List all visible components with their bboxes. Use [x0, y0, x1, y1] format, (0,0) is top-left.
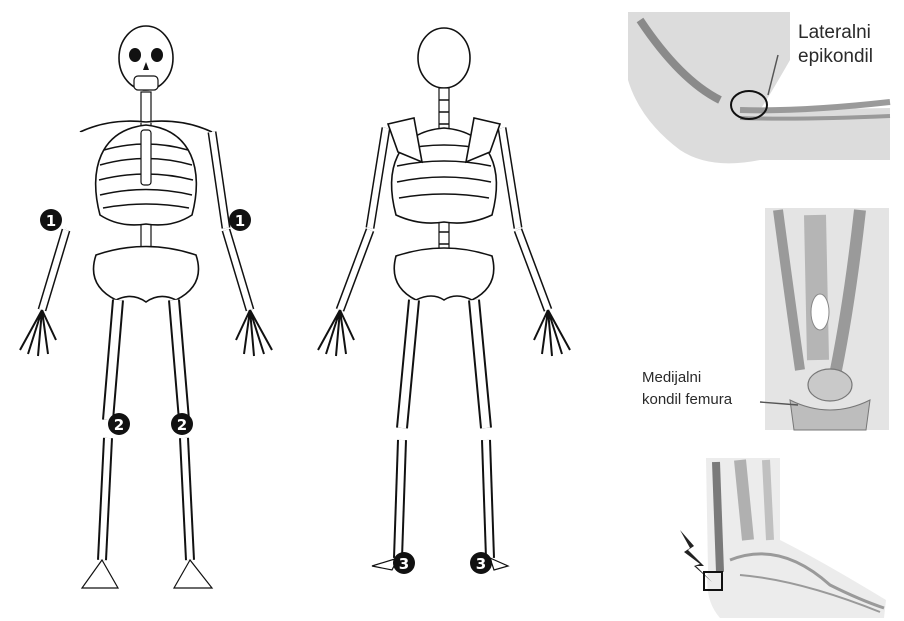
marker-knee-left: 2	[108, 413, 130, 435]
hand-back-left	[318, 310, 354, 356]
achilles-tendon	[716, 462, 720, 572]
marker-heel-left: 3	[393, 552, 415, 574]
skeleton-back: 3 3	[318, 28, 570, 574]
jaw	[134, 76, 158, 90]
tibia-foot-inset	[740, 460, 748, 540]
foot-right	[174, 560, 212, 588]
skull-back	[418, 28, 470, 88]
pelvis-back	[394, 248, 494, 300]
hand-back-right	[534, 310, 570, 356]
femur-inset	[815, 215, 818, 360]
hand-left	[20, 310, 56, 356]
skeleton-front: 1 1 2 2	[20, 26, 272, 588]
knee-label-line1: Medijalni	[642, 369, 701, 386]
marker-heel-right: 3	[470, 552, 492, 574]
elbow-label-line1: Lateralni	[798, 22, 871, 43]
elbow-label-line2: epikondil	[798, 46, 873, 67]
scapula-right	[466, 118, 500, 162]
sternum	[141, 130, 151, 185]
eye-socket-right	[151, 48, 163, 62]
svg-text:2: 2	[114, 416, 124, 434]
patella-inset	[808, 369, 852, 401]
marker-elbow-right: 1	[229, 209, 251, 231]
eye-socket-left	[129, 48, 141, 62]
svg-text:3: 3	[399, 555, 409, 573]
svg-text:3: 3	[476, 555, 486, 573]
scapula-left	[388, 118, 422, 162]
inset-elbow: Lateralni epikondil	[628, 12, 890, 163]
foot-shape	[706, 458, 886, 618]
lightning-bolt-icon	[680, 530, 712, 582]
fibula-foot-inset	[766, 460, 770, 540]
knee-label-line2: kondil femura	[642, 391, 733, 408]
foot-back-right	[490, 558, 508, 570]
marker-knee-right: 2	[171, 413, 193, 435]
svg-text:2: 2	[177, 416, 187, 434]
inset-knee: Medijalni kondil femura	[642, 208, 889, 430]
pelvis-front	[94, 247, 199, 303]
inset-foot	[680, 458, 886, 618]
tendon-gap	[811, 294, 829, 330]
marker-elbow-left: 1	[40, 209, 62, 231]
foot-left	[82, 560, 118, 588]
svg-text:1: 1	[46, 212, 56, 230]
hand-right	[236, 310, 272, 356]
svg-text:1: 1	[235, 212, 245, 230]
